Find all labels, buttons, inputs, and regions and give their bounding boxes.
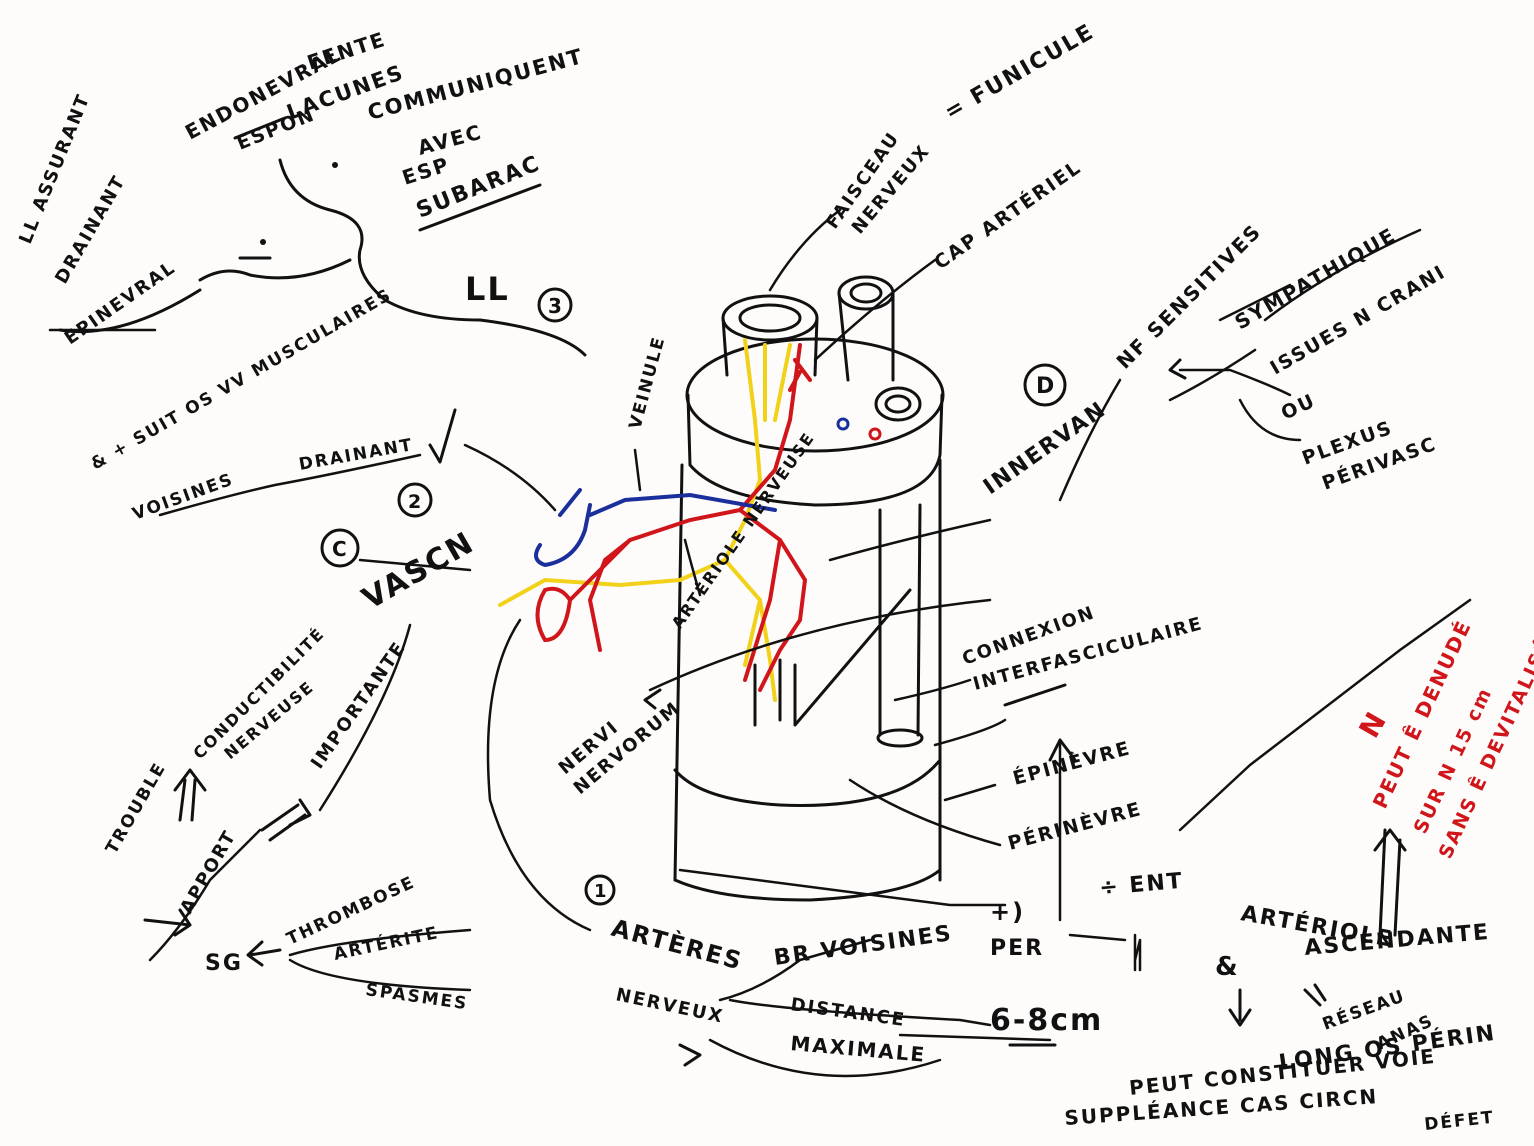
label-num-2: 2 — [408, 491, 423, 513]
fascicle-1-top — [723, 296, 817, 340]
label-sg: SG — [205, 951, 243, 976]
implies-arrow-1 — [262, 800, 310, 840]
label-trouble: TROUBLE — [102, 759, 171, 858]
label-arterite: ARTÉRITE — [331, 921, 441, 965]
inner-fascicle-bottom — [878, 730, 922, 746]
outline-2 — [200, 260, 350, 280]
label-veinule: VEINULE — [626, 334, 670, 431]
label-cap-arteriel: CAP ARTÉRIEL — [930, 155, 1086, 274]
label-num-1: 1 — [594, 881, 609, 902]
check-mark — [430, 410, 455, 462]
label-br-voisines: BR VOISINES — [772, 921, 954, 971]
label-innervation: INNERVAN — [979, 397, 1111, 500]
label-importante: IMPORTANTE — [307, 637, 411, 772]
fascicle-1-inner — [740, 305, 800, 331]
label-peut-etre: PEUT Ê DENUDÉ — [1368, 616, 1477, 812]
label-esp: ESP — [399, 152, 453, 190]
red-arteries — [538, 345, 811, 690]
label-perinevre: PÉRINÈVRE — [1005, 797, 1144, 855]
vein-cross-section — [838, 419, 848, 429]
fascicle-2-inner — [851, 284, 881, 302]
arrow-sg — [248, 942, 280, 965]
label-minus-ent: ÷ ENT — [1098, 869, 1184, 901]
label-circled-c: C — [332, 537, 349, 561]
implies-arrow-2 — [175, 770, 205, 820]
nerve-stubs — [755, 660, 780, 725]
label-arteres: ARTÈRES — [608, 913, 746, 976]
fascicle-3-inner — [886, 396, 910, 412]
label-ou: OU — [1278, 390, 1320, 425]
nerve-trunk-drawing — [675, 277, 943, 900]
trunk-body-sides — [675, 460, 940, 880]
fascicle-3-cut — [876, 388, 920, 420]
label-distance: DISTANCE — [789, 994, 907, 1031]
label-vascn: VASCN — [357, 525, 481, 617]
label-nf-sensitives: NF SENSITIVES — [1112, 219, 1267, 374]
label-per: PER — [990, 936, 1044, 961]
interfascicular-connection — [795, 590, 910, 725]
label-nerveux-2: NERVEUX — [614, 984, 726, 1027]
label-spasmes: SPASMES — [364, 980, 469, 1014]
label-plus: +) — [990, 898, 1025, 926]
label-suppleance: SUPPLÉANCE CAS CIRCN — [1064, 1084, 1379, 1130]
label-num-3: 3 — [548, 294, 564, 318]
label-circled-d: D — [1036, 374, 1056, 399]
label-defet: DÉFET — [1423, 1106, 1495, 1135]
fascicle-1-walls — [723, 318, 817, 375]
label-avec: AVEC — [415, 120, 485, 160]
trunk-band-top — [675, 760, 940, 805]
label-apport: APPORT — [176, 827, 241, 918]
label-n-red: N — [1352, 705, 1393, 744]
underline-interfasc — [1005, 685, 1065, 705]
label-cm: 6-8cm — [990, 1003, 1103, 1038]
artery-cross-section — [870, 429, 880, 439]
label-epinevre: ÉPINÈVRE — [1010, 736, 1133, 790]
fascicle-2-top — [839, 277, 893, 309]
label-funicule: = FUNICULE — [941, 19, 1100, 125]
label-ampersand: & — [1215, 952, 1240, 982]
label-ll: LL — [465, 270, 510, 308]
label-drainant: DRAINANT — [51, 172, 130, 288]
